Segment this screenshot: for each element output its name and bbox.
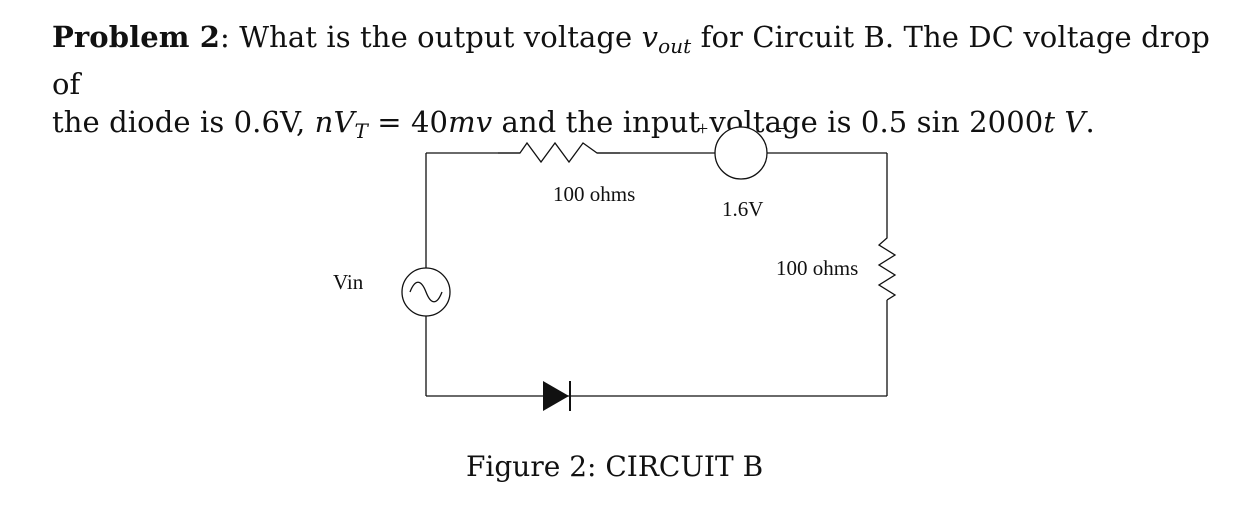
problem-text-2d: . [1085,105,1095,139]
dc-minus-sign: − [776,118,788,140]
sine-wave-icon [409,281,443,303]
dc-plus-sign: + [697,118,709,140]
dc-source-label: 1.6V [722,197,764,221]
resistor-top [498,141,620,164]
volt-unit: V [1064,105,1086,139]
diode-triangle [543,381,569,411]
problem-label: Problem 2 [52,20,221,54]
resistor-right-label: 100 ohms [776,256,859,280]
problem-text-1b: for Circuit B. The DC voltage drop of [52,20,1210,101]
vout-subscript: out [658,34,692,58]
nvt-symbol: nV [314,105,355,139]
mv-unit: mv [448,105,493,139]
problem-statement: Problem 2: What is the output voltage vo… [52,18,1232,150]
nvt-subscript: T [354,119,368,143]
figure-caption: Figure 2: CIRCUIT B [466,450,764,483]
resistor-top-label: 100 ohms [553,182,636,206]
dc-voltage-source [714,126,768,180]
problem-text-2c: and the input voltage is 0.5 sin 2000 [492,105,1044,139]
diode [543,381,571,411]
t-variable: t [1043,105,1056,139]
problem-text-1a: : What is the output voltage [220,20,642,54]
source-label: Vin [333,270,364,294]
resistor-right [877,225,897,301]
problem-text-2b: = 40 [367,105,449,139]
problem-text-2a: the diode is 0.6V, [52,105,315,139]
vout-symbol: v [641,20,659,54]
